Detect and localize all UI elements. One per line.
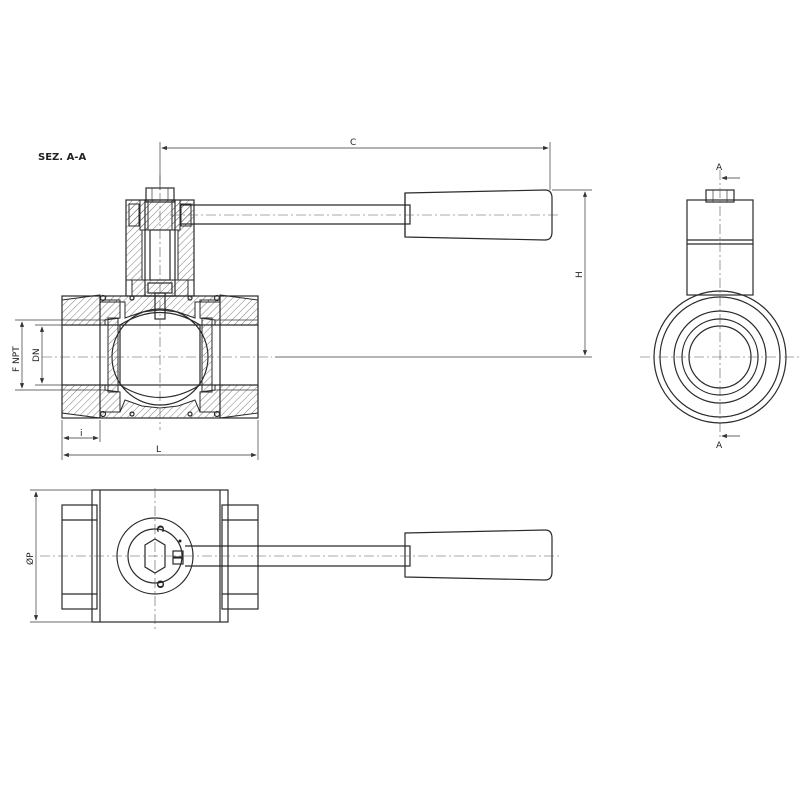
dim-p-label: ØP — [25, 552, 36, 565]
dimension-c: C — [159, 138, 551, 190]
marking-closed: C — [154, 525, 165, 532]
section-title: SEZ. A-A — [38, 152, 86, 163]
section-mark-bottom: A — [716, 441, 723, 451]
top-view: C O — [40, 488, 560, 630]
dim-f-npt-label: F NPT — [12, 346, 22, 372]
marking-open: O — [154, 580, 165, 589]
dimension-p: ØP — [25, 489, 92, 623]
front-section-view — [42, 175, 560, 430]
dim-i-label: i — [80, 429, 83, 439]
dimension-i: i — [63, 420, 101, 442]
dim-h-label: H — [575, 271, 585, 278]
dimension-dn: DN — [32, 324, 62, 386]
dimension-f-npt: F NPT — [12, 319, 62, 391]
handle-grip-top — [404, 529, 553, 581]
dim-c-label: C — [350, 138, 356, 148]
dimension-h: H — [275, 189, 592, 358]
dim-dn-label: DN — [32, 348, 42, 362]
side-view: A A — [640, 163, 800, 451]
section-mark-top: A — [716, 163, 723, 173]
dim-l-label: L — [156, 445, 161, 455]
dimension-l: L — [61, 420, 259, 460]
